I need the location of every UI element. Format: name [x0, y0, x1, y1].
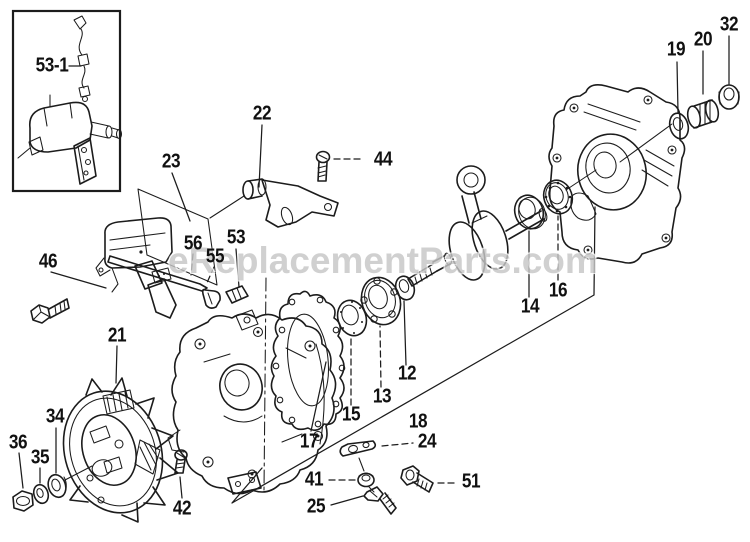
part-label-24: 24 [417, 430, 437, 453]
bolt-51-drawing [400, 465, 434, 493]
handle-bracket-drawing [209, 178, 339, 228]
screw-44-drawing [315, 150, 331, 182]
part-label-42: 42 [172, 497, 192, 520]
collar-32-drawing [718, 84, 740, 110]
part-label-20: 20 [693, 28, 713, 51]
gasket-drawing [270, 290, 346, 432]
part-label-46: 46 [38, 250, 58, 273]
part-label-36: 36 [8, 431, 28, 454]
part-label-13: 13 [372, 385, 392, 408]
washer-35-drawing [32, 483, 50, 505]
grommet-41-drawing [357, 472, 375, 488]
part-label-22: 22 [252, 102, 272, 125]
part-label-53: 53 [226, 226, 246, 249]
leader-lines [18, 35, 730, 506]
part-label-34: 34 [45, 405, 65, 428]
part-label-41: 41 [304, 468, 324, 491]
part-label-19: 19 [666, 38, 686, 61]
bolt-46-drawing [30, 298, 70, 324]
ignition-coil-drawing [95, 217, 208, 319]
part-label-16: 16 [548, 279, 568, 302]
part-label-12: 12 [397, 362, 417, 385]
part-label-25: 25 [306, 495, 326, 518]
washer-19-drawing [668, 112, 690, 140]
washer-34-drawing [47, 473, 67, 499]
nut-36-drawing [12, 490, 34, 512]
oil-seal-14-drawing [513, 194, 546, 230]
part-label-35: 35 [30, 446, 50, 469]
crankshaft-drawing [407, 165, 548, 287]
plug-cap-55-drawing [201, 288, 221, 309]
inset-box [11, 9, 122, 193]
part-label-18: 18 [408, 410, 428, 433]
plate-24-drawing [339, 440, 377, 457]
watermark: eReplacementParts.com [168, 240, 598, 281]
part-label-53-1: 53-1 [35, 54, 69, 77]
terminal-53-drawing [225, 285, 249, 304]
flywheel-drawing [62, 377, 179, 523]
drum-20-drawing [686, 99, 720, 129]
part-label-32: 32 [719, 13, 739, 36]
ignition-module-inset-drawing [17, 94, 123, 185]
crankcase-right-drawing [548, 84, 686, 264]
part-label-15: 15 [341, 403, 361, 426]
part-label-14: 14 [520, 295, 540, 318]
crankcase-left-drawing [167, 309, 337, 495]
screw-42-drawing [174, 449, 188, 474]
part-label-44: 44 [373, 148, 393, 171]
part-label-21: 21 [107, 324, 127, 347]
centerlines [263, 277, 267, 491]
part-label-55: 55 [205, 245, 225, 268]
part-label-51: 51 [461, 470, 481, 493]
part-23-group-box [137, 188, 218, 286]
screw-25-drawing [363, 486, 397, 515]
part-label-56: 56 [183, 232, 203, 255]
stop-switch-wire-drawing [73, 15, 91, 103]
part-label-17: 17 [299, 430, 319, 453]
part-label-23: 23 [161, 150, 181, 173]
